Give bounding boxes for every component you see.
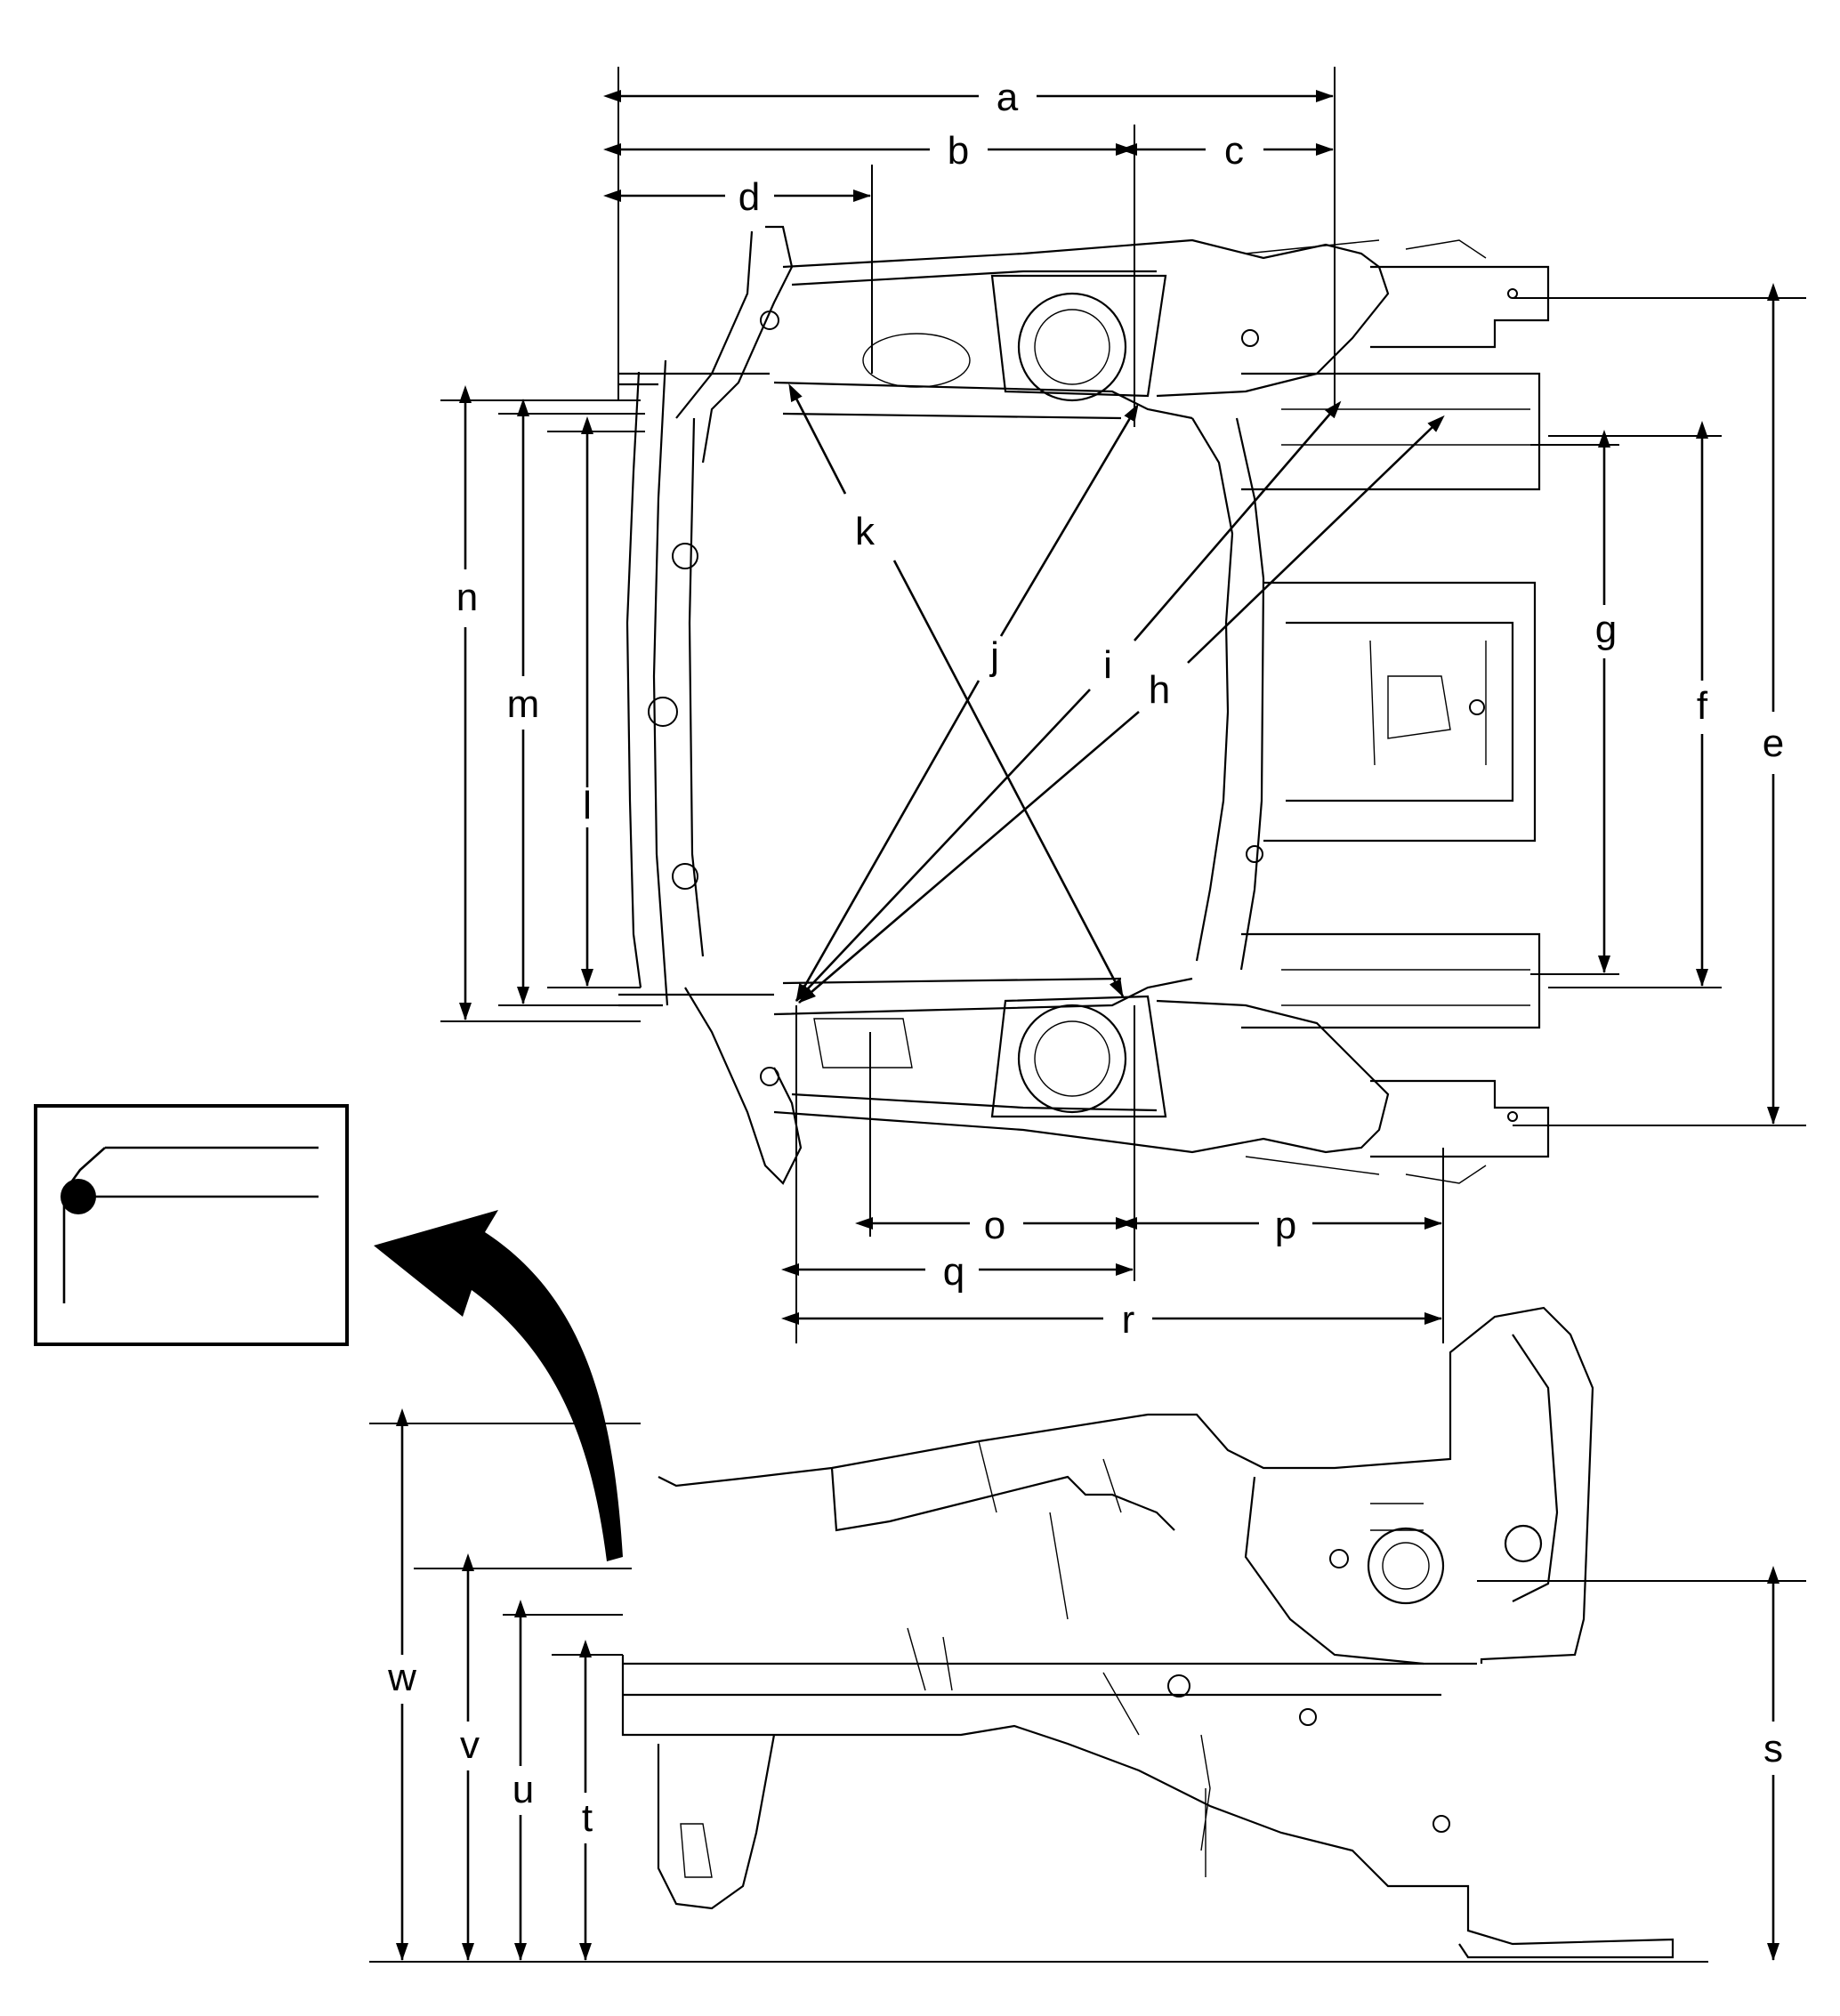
dimension-k [788, 383, 1125, 997]
label-l: l [583, 784, 592, 827]
label-e: e [1763, 722, 1784, 765]
dimension-j [795, 403, 1139, 1002]
label-w: w [387, 1656, 416, 1699]
label-s: s [1763, 1727, 1783, 1770]
label-g: g [1595, 608, 1617, 651]
label-a: a [997, 76, 1019, 119]
label-b: b [948, 129, 969, 173]
label-c: c [1224, 129, 1244, 173]
label-h: h [1149, 668, 1170, 712]
left-extension-lines [440, 399, 650, 1022]
label-p: p [1275, 1204, 1296, 1247]
dimension-h [798, 415, 1445, 1004]
label-v: v [460, 1723, 480, 1767]
top-extension-lines [617, 67, 1336, 427]
label-d: d [738, 175, 760, 219]
right-extension-lines [1513, 297, 1806, 1126]
label-o: o [984, 1204, 1005, 1247]
label-q: q [943, 1250, 964, 1294]
label-k: k [855, 510, 876, 553]
label-m: m [507, 682, 540, 726]
label-f: f [1697, 684, 1708, 728]
label-r: r [1122, 1298, 1135, 1342]
bottom-extension-lines [795, 1005, 1444, 1343]
label-u: u [512, 1768, 534, 1811]
underbody-side-view [621, 1306, 1675, 1959]
label-n: n [456, 576, 478, 619]
label-j: j [989, 634, 999, 678]
datum-reference-icon [34, 1104, 349, 1346]
curved-arrow-icon [374, 1210, 623, 1561]
label-t: t [582, 1796, 593, 1840]
label-i: i [1103, 643, 1112, 687]
dimension-i [795, 400, 1342, 1002]
underbody-top-view [618, 225, 1550, 1185]
